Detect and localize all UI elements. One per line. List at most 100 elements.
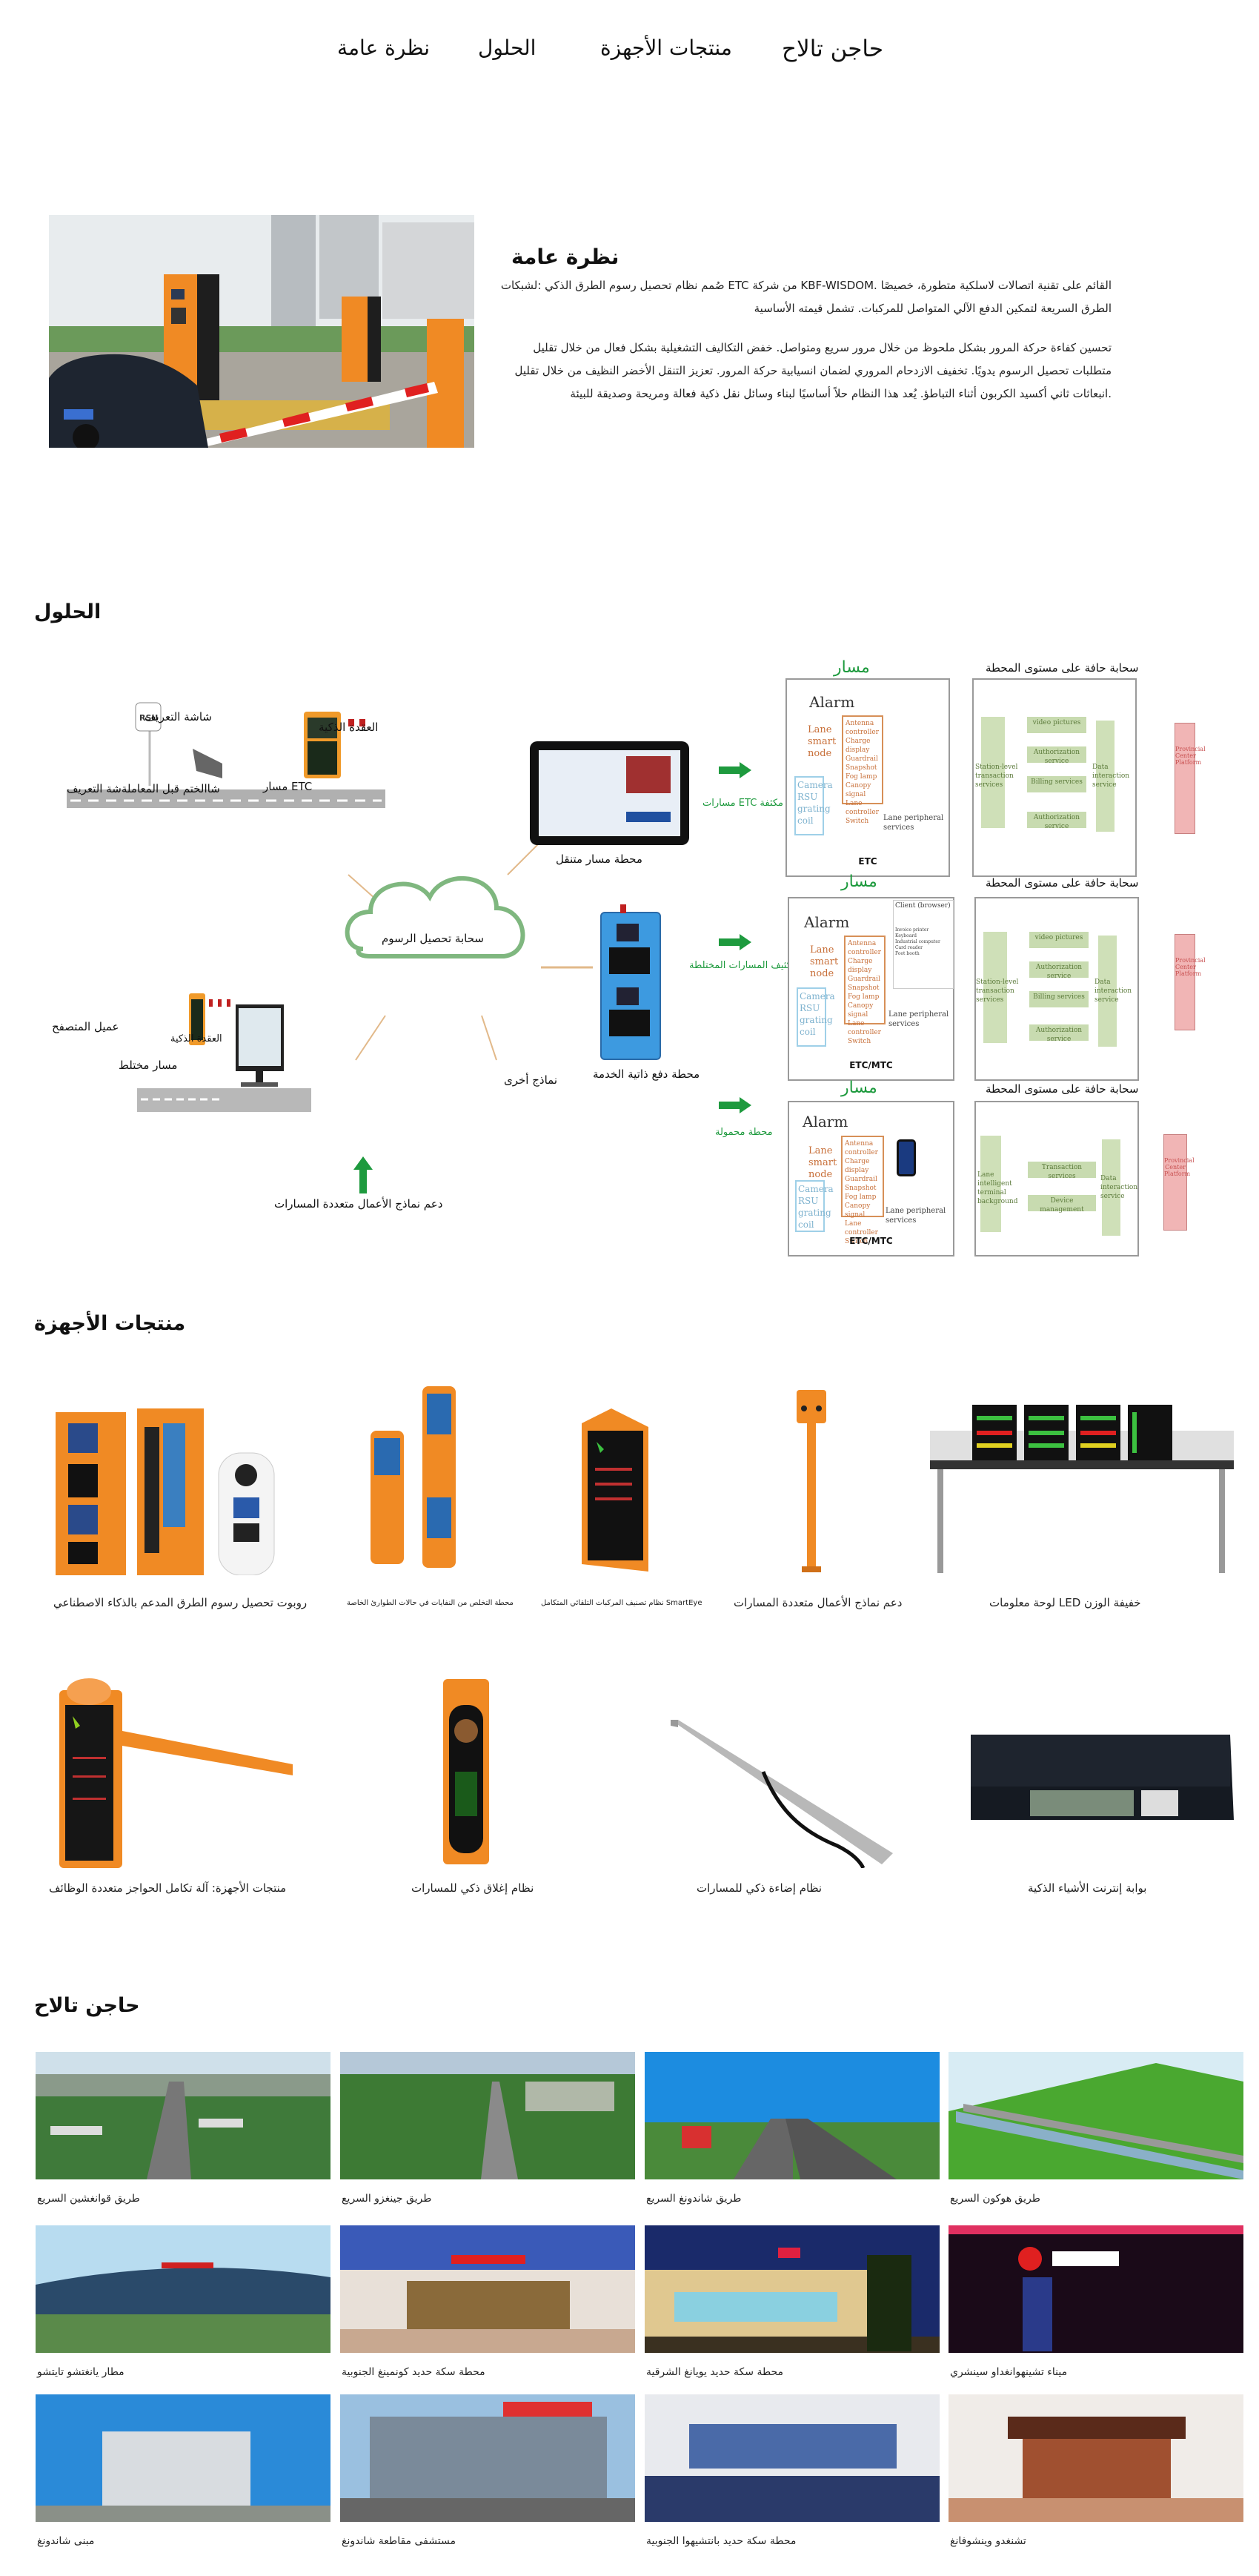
case-card[interactable]: مبنى شاندونغ: [36, 2394, 330, 2547]
nav-hardware-products[interactable]: منتجات الأجهزة: [600, 36, 732, 60]
row3-cloud-title: سحابة حافة على مستوى المحطة: [986, 1082, 1139, 1096]
product-caption[interactable]: دعم نماذج الأعمال متعددة المسارات: [734, 1596, 903, 1609]
case-card[interactable]: مستشفى مقاطعة شاندونغ: [340, 2394, 635, 2547]
nav-solutions[interactable]: الحلول: [478, 36, 537, 60]
product-caption[interactable]: روبوت تحصيل رسوم الطرق المدعم بالذكاء ال…: [53, 1596, 308, 1609]
nav-overview[interactable]: نظرة عامة: [337, 36, 431, 60]
label-arrow-portable: محطة محمولة: [715, 1127, 773, 1138]
top-nav: حاجن تالاح منتجات الأجهزة الحلول نظرة عا…: [0, 30, 1259, 74]
row2-lane-title: مسار: [841, 873, 877, 891]
right-arrow-icon: [719, 762, 751, 778]
row1-data-service: Data interaction service: [1092, 764, 1130, 789]
row3-service: Transaction services: [1028, 1162, 1096, 1180]
row1-alarm: Alarm: [809, 693, 855, 711]
product-caption[interactable]: بوابة إنترنت الأشياء الذكية: [1028, 1881, 1147, 1895]
row1-cloud-title: سحابة حافة على مستوى المحطة: [986, 661, 1139, 675]
case-caption: محطة سكة حديد بانتشيهوا الجنوبية: [646, 2535, 797, 2547]
product-image-barrier-machine[interactable]: [52, 1675, 304, 1868]
mobile-lane-tablet: [530, 741, 689, 845]
self-service-kiosk: [600, 904, 661, 1060]
mixed-lane-scene: [137, 993, 311, 1112]
product-image-iot-gateway[interactable]: [963, 1731, 1238, 1827]
product-caption[interactable]: SmartEye نظام تصنيف المركبات التلقائي ال…: [541, 1599, 702, 1607]
label-smart-node-1: العقدة الذكية: [319, 721, 379, 734]
row2-cloud-title: سحابة حافة على مستوى المحطة: [986, 876, 1139, 890]
row1-service: video pictures: [1027, 717, 1086, 733]
cases-title: حاجن تالاح: [34, 1994, 140, 2017]
row2-service: video pictures: [1029, 932, 1089, 948]
row3-service: Device management: [1028, 1195, 1096, 1213]
product-caption[interactable]: منتجات الأجهزة: آلة تكامل الحواجز متعددة…: [49, 1881, 287, 1895]
case-card[interactable]: ميناء تشينهوانغداو سينشري: [949, 2225, 1243, 2378]
row1-provincial: Provincial Center Platform: [1175, 723, 1206, 834]
product-image-led-board[interactable]: [926, 1397, 1238, 1575]
product-caption[interactable]: محطة التخلص من النفايات في حالات الطوارئ…: [347, 1599, 514, 1607]
nav-success-cases[interactable]: حاجن تالاح: [782, 36, 883, 62]
case-image: [645, 2394, 940, 2522]
row1-lane-title: مسار: [834, 658, 870, 677]
case-image: [340, 2052, 635, 2179]
case-card[interactable]: مطار يانغتشو تايتشو: [36, 2225, 330, 2378]
label-mobile-lane-station: محطة مسار متنقل: [556, 852, 642, 866]
case-card[interactable]: محطة سكة حديد كونمينغ الجنوبية: [340, 2225, 635, 2378]
product-image-smarteye[interactable]: [574, 1408, 656, 1572]
label-etc-lane: ETC مسار: [263, 780, 313, 793]
case-caption: تشنغدو وينشوفانغ: [950, 2535, 1026, 2547]
case-image: [36, 2394, 330, 2522]
right-arrow-icon: [719, 934, 751, 950]
product-caption[interactable]: نظام إضاءة ذكي للمسارات: [697, 1881, 823, 1895]
toll-lane-photo: [49, 215, 474, 448]
case-card[interactable]: طريق هوكون السريع: [949, 2052, 1243, 2205]
case-card[interactable]: محطة سكة حديد يويانغ الشرقية: [645, 2225, 940, 2378]
product-image-lane-lighting[interactable]: [667, 1720, 911, 1868]
case-image: [949, 2225, 1243, 2353]
label-multi-lane-support: دعم نماذج الأعمال متعددة المسارات: [274, 1197, 443, 1211]
case-image: [645, 2225, 940, 2353]
case-card[interactable]: طريق شاندونغ السريع: [645, 2052, 940, 2205]
row2-cloud-panel: Station-level transaction services video…: [974, 897, 1139, 1081]
case-card[interactable]: طريق جينغزو السريع: [340, 2052, 635, 2205]
case-image: [949, 2052, 1243, 2179]
row3-data-service: Data interaction service: [1100, 1175, 1138, 1200]
case-card[interactable]: تشنغدو وينشوفانغ: [949, 2394, 1243, 2547]
diagram-connectors: [345, 841, 593, 1061]
row2-data-service: Data interaction service: [1094, 979, 1132, 1004]
case-caption: طريق قوانغشين السريع: [37, 2193, 140, 2205]
product-image-robot[interactable]: [52, 1394, 296, 1575]
label-arrow-mixed: تكثيف المسارات المختلطة: [689, 960, 795, 971]
row1-station-services: Station-level transaction services: [975, 764, 1018, 789]
product-image-lane-lock[interactable]: [437, 1675, 496, 1868]
case-card[interactable]: طريق قوانغشين السريع: [36, 2052, 330, 2205]
case-image: [340, 2225, 635, 2353]
case-caption: طريق شاندونغ السريع: [646, 2193, 742, 2205]
case-caption: مطار يانغتشو تايتشو: [37, 2366, 124, 2378]
overview-title: نظرة عامة: [511, 245, 619, 269]
row1-service: Authorization service: [1027, 812, 1086, 830]
product-caption[interactable]: نظام إغلاق ذكي للمسارات: [411, 1881, 534, 1895]
row2-service: Billing services: [1029, 991, 1089, 1007]
up-arrow-icon: [353, 1156, 373, 1193]
case-caption: طريق هوكون السريع: [950, 2193, 1040, 2205]
right-arrow-icon: [719, 1097, 751, 1113]
product-caption[interactable]: خفيفة الوزن LED لوحة معلومات: [989, 1596, 1141, 1609]
row1-caption: ETC: [858, 856, 877, 867]
row2-service: Authorization service: [1029, 961, 1089, 980]
case-card[interactable]: محطة سكة حديد بانتشيهوا الجنوبية: [645, 2394, 940, 2547]
row2-caption: ETC/MTC: [849, 1060, 893, 1070]
product-image-multi-lane-pole[interactable]: [789, 1390, 834, 1575]
product-image-emergency-station[interactable]: [363, 1386, 467, 1572]
cloud-icon: [345, 876, 525, 958]
row1-service: Billing services: [1027, 776, 1086, 792]
